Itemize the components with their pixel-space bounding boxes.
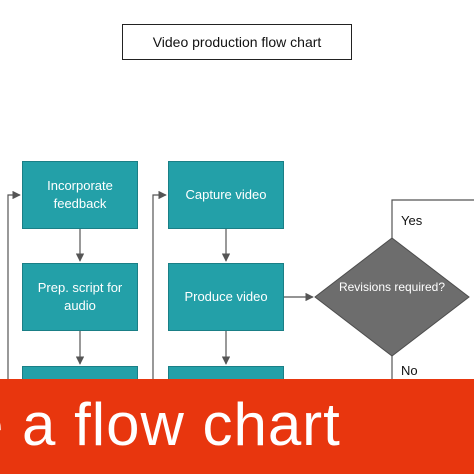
no-label: No [401, 363, 418, 378]
step-capture-video: Capture video [168, 161, 284, 229]
decision-diamond [314, 237, 470, 357]
connector-decision-yes [391, 199, 474, 238]
yes-label: Yes [401, 213, 423, 228]
step-prep-script: Prep. script for audio [22, 263, 138, 331]
step-produce-video: Produce video [168, 263, 284, 331]
decision-label: Revisions required? [338, 280, 446, 294]
banner-text: e a flow chart [0, 391, 341, 458]
diagram-title: Video production flow chart [122, 24, 352, 60]
connector-loop-into-capture [152, 190, 167, 380]
connector-loop-into-feedback [7, 190, 21, 380]
title-banner: e a flow chart [0, 379, 474, 474]
step-incorporate-feedback: Incorporate feedback [22, 161, 138, 229]
